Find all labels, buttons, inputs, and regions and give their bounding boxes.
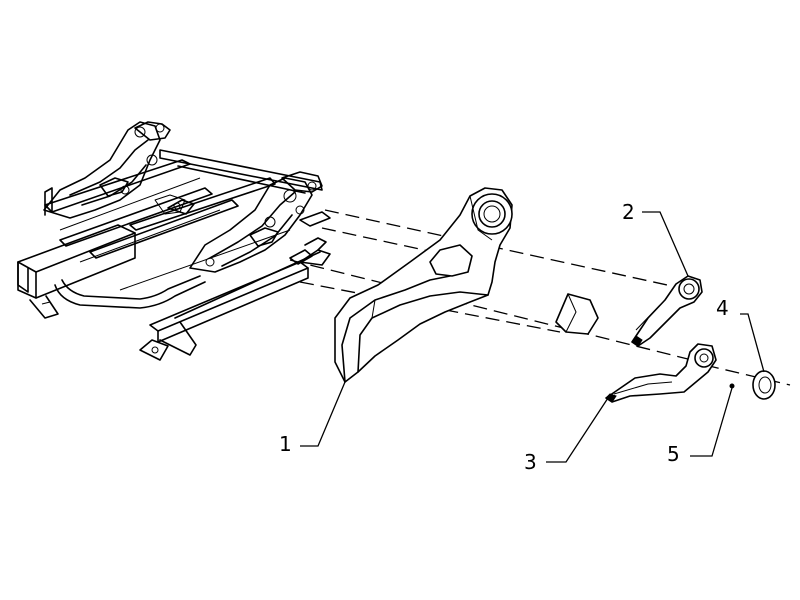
callout-3: 3 (524, 450, 537, 474)
callout-5: 5 (667, 442, 680, 466)
side-trim-cover-part-1 (334, 187, 513, 383)
lever-part-3 (605, 343, 717, 403)
seat-frame-assembly (17, 121, 331, 361)
washer-part-4 (752, 370, 776, 400)
leader-lines (300, 211, 765, 463)
recliner-handle-part-2 (631, 275, 703, 347)
callout-4: 4 (716, 296, 729, 320)
callout-2: 2 (622, 200, 635, 224)
callout-1: 1 (279, 432, 292, 456)
bushing (555, 293, 599, 335)
pin-part-5 (729, 383, 735, 389)
